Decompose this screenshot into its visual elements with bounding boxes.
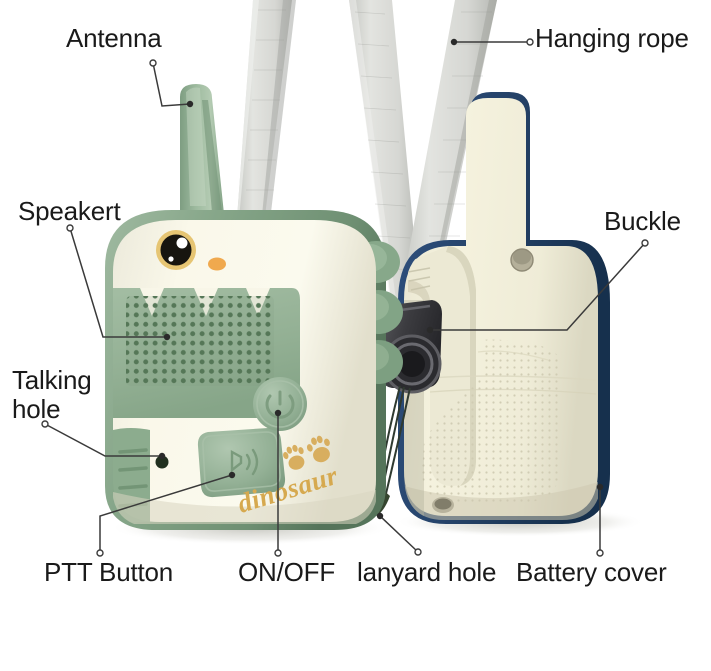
callout-label-buckle: Buckle — [604, 206, 681, 236]
front-device: dinosaur — [105, 84, 403, 530]
callout-label-ptt-button: PTT Button — [44, 557, 174, 587]
power-icon — [265, 390, 295, 419]
callout-label-on-off: ON/OFF — [238, 557, 336, 587]
leader-ptt-button — [99, 474, 233, 553]
dinosaur-eye — [156, 230, 196, 270]
callout-label-lanyard-hole: lanyard hole — [357, 557, 497, 587]
leader-speakert — [69, 227, 167, 338]
callout-label-antenna: Antenna — [66, 23, 162, 53]
leader-lines — [41, 38, 649, 557]
nose-dot — [208, 257, 226, 271]
leader-lanyard-hole — [379, 515, 419, 553]
ptt-button — [197, 428, 286, 498]
clip-hinge-lines — [407, 267, 431, 291]
leader-antenna — [152, 62, 191, 107]
speaker-grille — [126, 296, 274, 386]
power-button — [253, 377, 307, 431]
callout-label-speakert: Speakert — [18, 196, 121, 226]
paw-prints — [283, 435, 330, 470]
leader-buckle — [430, 242, 646, 331]
callout-label-battery-cover: Battery cover — [516, 557, 667, 587]
talking-hole — [155, 455, 169, 469]
sound-wave-icon — [230, 448, 259, 476]
callout-label-talking-hole: Talking hole — [12, 365, 92, 425]
battery-cover-texture — [422, 339, 560, 502]
hanging-rope — [236, 0, 497, 320]
leader-talking-hole — [44, 423, 162, 457]
callout-label-hanging-rope: Hanging rope — [535, 23, 689, 53]
